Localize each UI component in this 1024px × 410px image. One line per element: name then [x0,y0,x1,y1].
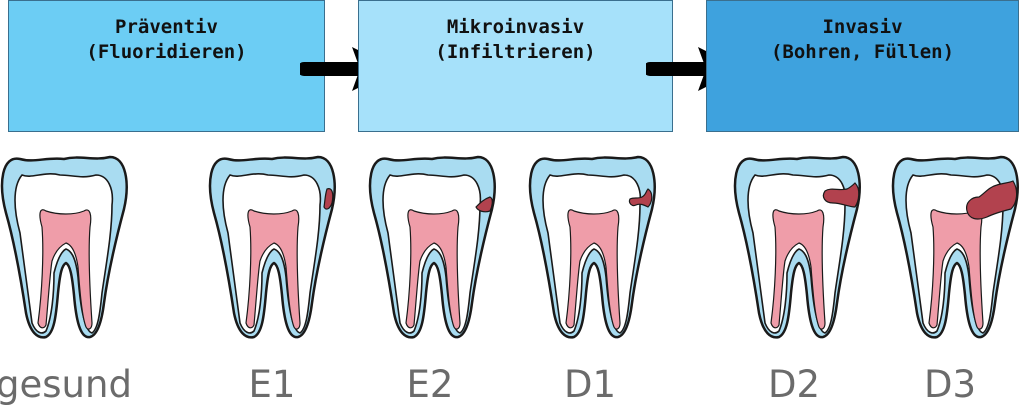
tooth-label-d3: D3 [923,363,977,406]
caries-lesion [628,188,653,208]
tooth-label-e1: E1 [248,363,296,406]
tooth-label-gesund: gesund [0,363,132,406]
caries-lesion [822,182,860,208]
teeth-illustration [0,155,1019,339]
tooth-label-e2: E2 [406,363,454,406]
stage-title: Mikroinvasiv [446,16,585,38]
tooth-d2 [733,155,861,339]
stage-box-praeventiv: Präventiv (Fluoridieren) [8,0,325,132]
stage-title: Invasiv [822,16,903,38]
stage-box-invasiv: Invasiv (Bohren, Füllen) [706,0,1019,132]
stage-title: Präventiv [115,16,218,38]
stage-box-mikroinvasiv: Mikroinvasiv (Infiltrieren) [358,0,673,132]
caries-lesion [323,188,334,210]
tooth-e2 [368,155,496,339]
caries-lesion [966,180,1018,220]
tooth-e1 [208,155,336,339]
tooth-label-d1: D1 [563,363,617,406]
caries-lesion [475,196,493,213]
stage-subtitle: (Bohren, Füllen) [770,41,955,63]
stage-subtitle: (Infiltrieren) [435,41,596,63]
tooth-d1 [528,155,656,339]
tooth-gesund [0,155,128,339]
tooth-d3 [891,155,1019,339]
stage-subtitle: (Fluoridieren) [86,41,247,63]
tooth-label-d2: D2 [767,363,821,406]
